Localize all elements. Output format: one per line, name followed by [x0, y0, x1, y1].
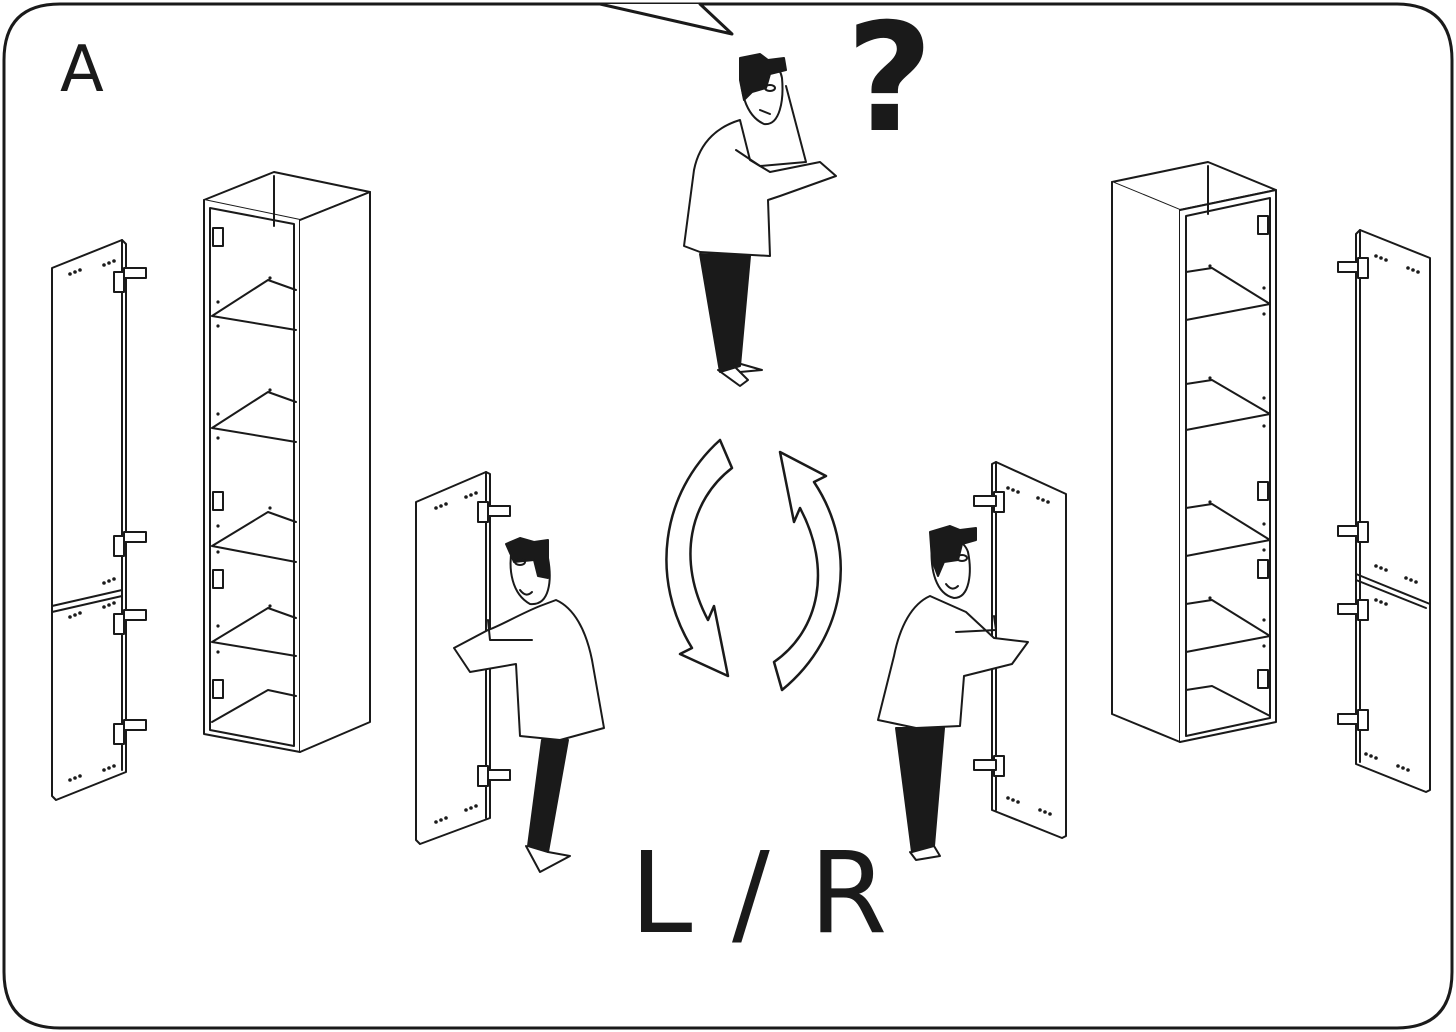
hinge-icon	[477, 765, 489, 787]
hinge-icon	[1337, 521, 1369, 543]
hinge-icon	[1337, 709, 1369, 731]
orientation-label: L / R	[630, 829, 890, 959]
hinge-icon	[1337, 599, 1369, 621]
door-right-icon	[1337, 229, 1431, 793]
cabinet-left-icon	[203, 171, 371, 753]
cabinet-right-icon	[1111, 161, 1277, 743]
step-label: A	[60, 33, 104, 107]
question-mark-icon: ?	[846, 0, 934, 166]
door-left-icon	[51, 239, 147, 801]
swap-arrows-icon	[665, 438, 842, 692]
hinge-icon	[477, 501, 489, 523]
hinge-icon	[113, 719, 147, 745]
hinge-icon	[113, 609, 147, 635]
person-thinking-icon	[683, 53, 837, 387]
hinge-icon	[113, 531, 147, 557]
person-right-door-icon	[877, 461, 1067, 861]
hinge-plate-icon	[212, 227, 224, 699]
hinge-icon	[1337, 257, 1369, 279]
hinge-plate-icon	[1257, 215, 1269, 689]
hinge-icon	[113, 267, 147, 293]
speech-bubble-tail	[598, 2, 734, 36]
person-left-door-icon	[415, 471, 605, 873]
